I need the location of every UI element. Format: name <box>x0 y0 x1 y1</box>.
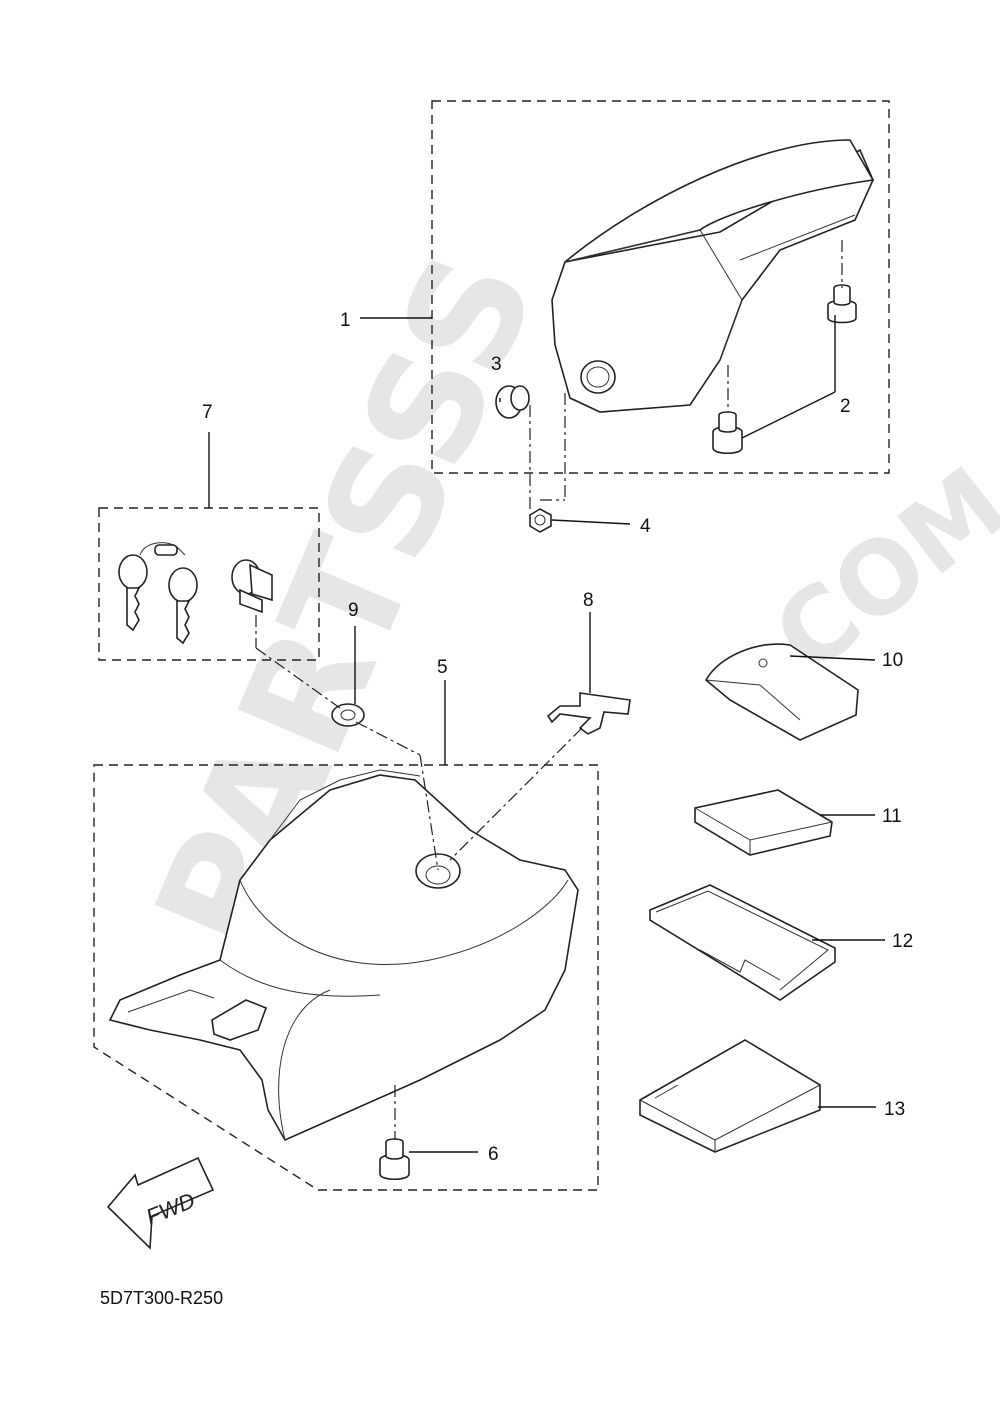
rider-seat <box>108 769 579 1142</box>
callout-3: 3 <box>491 354 502 375</box>
seat-hook <box>546 692 631 735</box>
cover <box>694 789 833 856</box>
tray <box>649 884 836 1001</box>
callout-8: 8 <box>583 590 594 611</box>
callout-4: 4 <box>640 516 651 537</box>
seat-damper-rider <box>379 1138 410 1181</box>
key-icon <box>118 554 148 632</box>
assembly-lines <box>255 240 843 1140</box>
tool-bag <box>704 643 859 741</box>
assembly-box-1 <box>431 100 890 474</box>
drawing-code: 5D7T300-R250 <box>100 1288 223 1308</box>
callout-9: 9 <box>348 600 359 621</box>
leader-lines <box>208 315 885 1153</box>
forward-direction-arrow: FWD <box>106 1156 215 1250</box>
callout-2: 2 <box>840 396 851 417</box>
grommet <box>495 385 530 419</box>
callout-7: 7 <box>202 402 213 423</box>
washer <box>331 703 365 727</box>
callout-1: 1 <box>340 310 351 331</box>
callout-12: 12 <box>892 931 913 952</box>
nut <box>529 508 552 533</box>
key-icon <box>168 567 198 645</box>
assembly-box-5 <box>93 764 599 1191</box>
callout-6: 6 <box>488 1144 499 1165</box>
lock-and-key-set <box>118 542 273 645</box>
callout-11: 11 <box>882 806 902 827</box>
lock-cylinder-icon <box>231 559 273 614</box>
seat-damper-lower <box>712 411 743 455</box>
callout-5: 5 <box>437 657 448 678</box>
owners-manual <box>639 1039 821 1153</box>
callout-13: 13 <box>884 1099 905 1120</box>
callouts: 1 2 3 4 5 6 7 8 9 10 11 12 13 <box>202 310 913 1165</box>
passenger-seat <box>551 139 875 413</box>
callout-10: 10 <box>882 650 903 671</box>
seat-damper-upper <box>827 284 857 324</box>
